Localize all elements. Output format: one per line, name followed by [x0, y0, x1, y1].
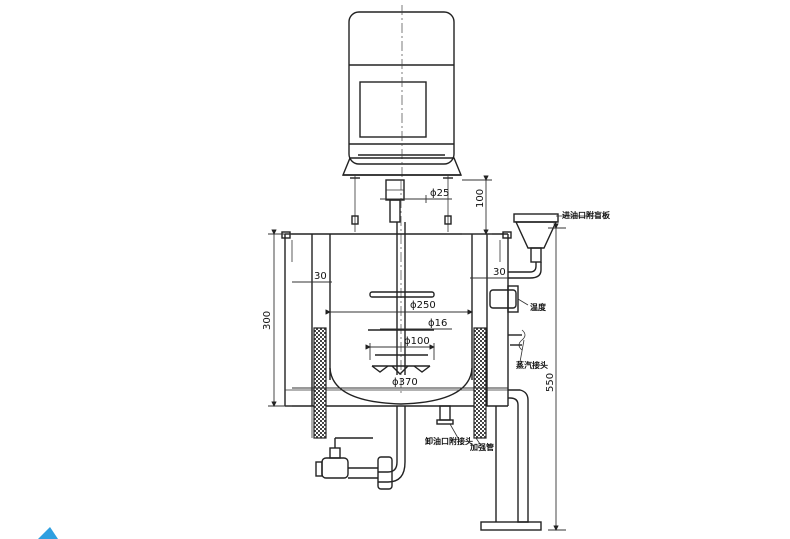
label-oil-inlet-cover: 进油口附盲板: [562, 210, 611, 220]
agitator-paddles: [368, 291, 435, 375]
bottom-outlet-pipe: [315, 406, 406, 490]
label-thermometer: 温度: [530, 302, 547, 312]
dim-width-30-right: 30: [493, 267, 506, 278]
motor: [348, 5, 455, 180]
dimension-lines: [268, 175, 596, 531]
dim-diameter-16: ϕ16: [428, 318, 447, 329]
support-leg: [480, 389, 542, 531]
dim-diameter-25: ϕ25: [430, 188, 449, 199]
bottom-nozzles: [436, 405, 454, 425]
heating-elements: [313, 327, 487, 439]
agitator-shaft: [396, 180, 406, 395]
vessel-body: [281, 231, 512, 407]
corner-accent-mark: [38, 527, 58, 539]
dim-width-30-left: 30: [314, 271, 327, 282]
oil-inlet-funnel: [508, 213, 559, 279]
label-legs: 加强管: [469, 442, 494, 452]
label-oil-outlet: 卸油口附接头: [425, 436, 473, 446]
dim-height-300: 300: [262, 311, 273, 330]
dim-diameter-370: ϕ370: [392, 377, 418, 388]
dim-height-100: 100: [475, 189, 486, 208]
motor-bracket: [341, 157, 463, 232]
dim-diameter-250: ϕ250: [410, 300, 436, 311]
dim-diameter-100: ϕ100: [404, 336, 430, 347]
dim-height-550: 550: [545, 373, 556, 392]
label-steam-inlet: 蒸汽接头: [516, 360, 548, 370]
